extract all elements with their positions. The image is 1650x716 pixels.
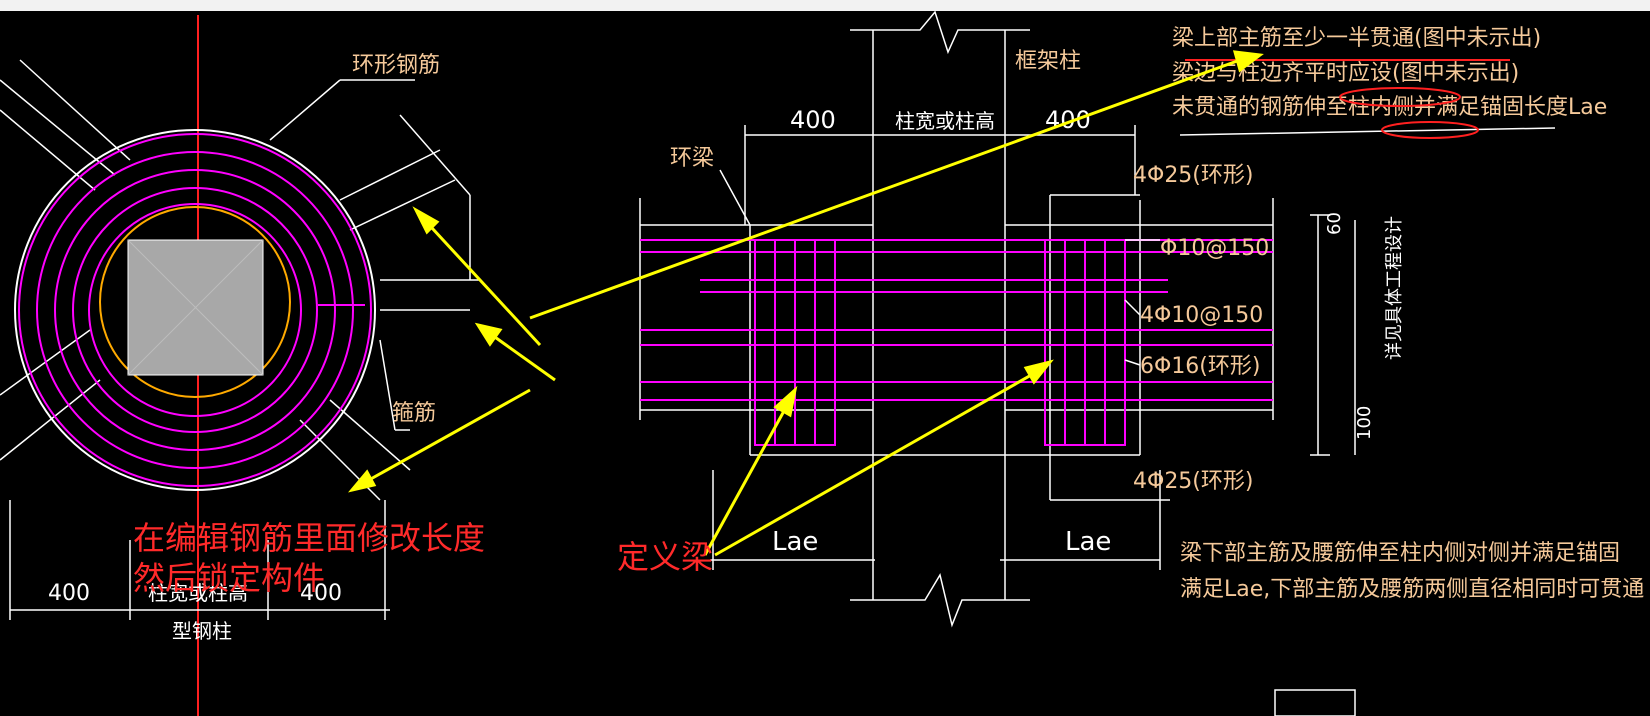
right-elevation-view: 400 柱宽或柱高 400 环梁 框架柱 [639, 10, 1644, 716]
rebar-stirrup1-label: Φ10@150 [1160, 236, 1269, 261]
ring-rebars [18, 133, 372, 487]
dim-100: 100 [1354, 406, 1375, 440]
top-strip [0, 0, 1650, 11]
outer-circle [14, 129, 376, 491]
rebar-top-label: 4Φ25(环形) [1133, 163, 1253, 188]
top-dimension-lines [744, 125, 1556, 225]
note-top-3: 未贯通的钢筋伸至柱内侧并满足锚固长度Lae [1172, 95, 1607, 120]
rebar-stirrup2-label: 4Φ10@150 [1140, 303, 1263, 328]
column-outline [639, 10, 1274, 628]
note-bottom-1: 梁下部主筋及腰筋伸至柱内侧对侧并满足锚固 [1180, 541, 1620, 566]
left-dim-400-b: 400 [300, 581, 342, 606]
left-column-label: 型钢柱 [172, 619, 232, 643]
bottom-box [1274, 689, 1356, 716]
left-circular-column-view: 环形钢筋 箍筋 400 柱宽或柱高 400 型钢柱 [0, 15, 480, 716]
label-stirrup: 箍筋 [392, 401, 436, 426]
left-dim-400-a: 400 [48, 581, 90, 606]
vertical-dims [1310, 214, 1356, 456]
note-top-1: 梁上部主筋至少一半贯通(图中未示出) [1172, 26, 1541, 51]
lae-dimension-lines [710, 470, 1161, 570]
cad-drawing-canvas[interactable] [0, 11, 1650, 716]
annotation-define-beam: 定义梁 [617, 538, 714, 576]
rebar-side-label: 6Φ16(环形) [1140, 354, 1260, 379]
longitudinal-rebars [640, 239, 1273, 401]
label-ring-rebar: 环形钢筋 [352, 53, 440, 78]
left-dimension-lines [9, 500, 390, 620]
right-dim-center: 柱宽或柱高 [895, 109, 995, 133]
left-dim-center: 柱宽或柱高 [148, 581, 248, 605]
lae-left: Lae [772, 527, 818, 557]
right-dim-400-left: 400 [790, 106, 836, 134]
label-ring-beam: 环梁 [670, 146, 714, 171]
annotation-edit-length-line1: 在编辑钢筋里面修改长度 [133, 519, 486, 557]
note-bottom-2: 满足Lae,下部主筋及腰筋两侧直径相同时可贯通 [1180, 577, 1644, 602]
vertical-note: 详见具体工程设计 [1384, 216, 1405, 360]
annotation-edit-length-line2: 然后锁定构件 [133, 559, 326, 597]
lae-right: Lae [1065, 527, 1111, 557]
dim-60: 60 [1324, 212, 1345, 235]
rebar-bottom-label: 4Φ25(环形) [1133, 469, 1253, 494]
label-frame-column: 框架柱 [1015, 49, 1081, 74]
inner-circle [99, 206, 291, 398]
stirrup-cages [754, 239, 1126, 446]
annotation-arrows [348, 50, 1264, 557]
